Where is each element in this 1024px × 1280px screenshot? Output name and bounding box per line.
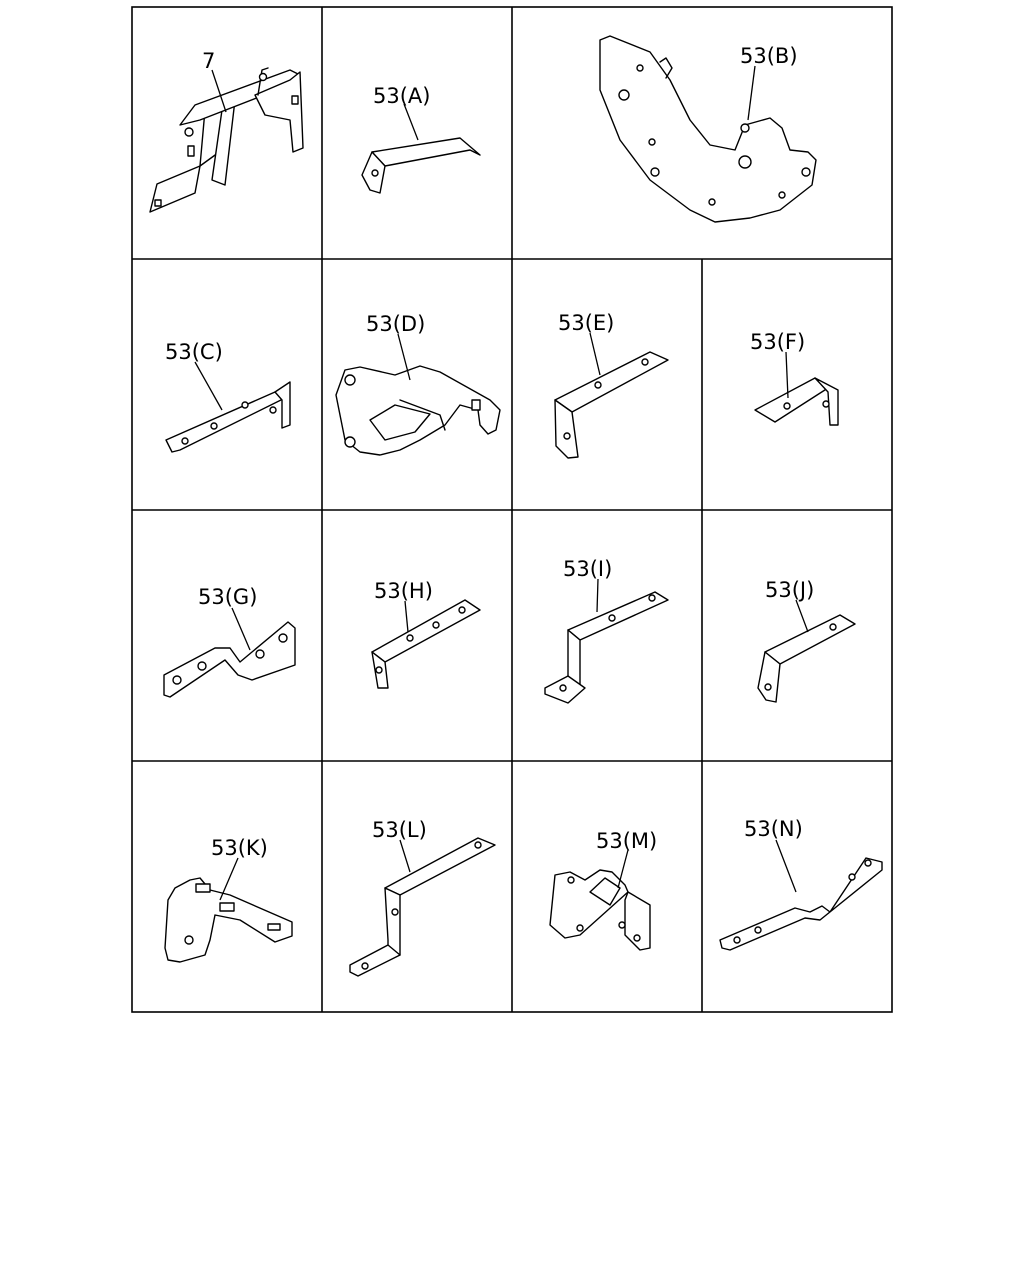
cell-part-53M: 53(M): [549, 829, 657, 951]
cell-part-53K: 53(K): [164, 836, 293, 963]
cell-part-53D: 53(D): [335, 312, 501, 456]
part-7-drawing: [149, 67, 304, 213]
part-53E-drawing: [554, 351, 669, 459]
part-53I-drawing: [544, 591, 669, 704]
part-53E-leader: [589, 332, 601, 376]
part-53I-label: 53(I): [563, 557, 612, 581]
cell-part-53G: 53(G): [163, 585, 296, 698]
part-53G-label: 53(G): [198, 585, 257, 609]
part-53D-label: 53(D): [366, 312, 425, 336]
part-53E-label: 53(E): [558, 311, 614, 335]
part-53C-leader: [194, 361, 223, 411]
part-53H-label: 53(H): [374, 579, 433, 603]
part-53L-drawing: [349, 837, 496, 977]
part-53I-leader: [596, 578, 599, 613]
part-53L-label: 53(L): [372, 818, 427, 842]
part-53M-leader: [617, 849, 629, 889]
cell-part-53L: 53(L): [349, 818, 496, 977]
part-53C-label: 53(C): [165, 340, 223, 364]
part-53F-drawing: [754, 377, 839, 426]
part-53M-drawing: [549, 869, 651, 951]
part-53A-label: 53(A): [373, 84, 430, 108]
part-53N-leader: [775, 839, 797, 893]
part-53G-leader: [231, 607, 251, 651]
part-53K-leader: [219, 857, 239, 901]
part-53J-leader: [795, 599, 809, 633]
cell-part-7: 7: [149, 49, 304, 213]
part-53L-leader: [399, 839, 411, 873]
part-53F-label: 53(F): [750, 330, 805, 354]
part-53H-leader: [404, 600, 409, 633]
part-53G-drawing: [163, 621, 296, 698]
cell-part-53E: 53(E): [554, 311, 669, 459]
part-53J-drawing: [757, 614, 856, 703]
cell-part-53I: 53(I): [544, 557, 669, 704]
part-53D-leader: [397, 333, 411, 381]
part-7-leader: [211, 69, 227, 113]
cell-part-53B: 53(B): [599, 35, 817, 223]
part-53K-label: 53(K): [211, 836, 268, 860]
part-53J-label: 53(J): [765, 578, 814, 602]
part-53N-drawing: [719, 857, 883, 951]
part-53K-drawing: [164, 877, 293, 963]
part-53C-drawing: [165, 381, 291, 453]
cell-part-53F: 53(F): [750, 330, 839, 426]
cell-part-53A: 53(A): [361, 84, 481, 194]
part-53B-leader: [747, 65, 756, 121]
cell-part-53J: 53(J): [757, 578, 856, 703]
part-53D-drawing: [335, 365, 501, 456]
part-53F-leader: [785, 351, 789, 399]
part-7-label: 7: [202, 49, 215, 73]
cell-part-53N: 53(N): [719, 817, 883, 951]
cell-part-53C: 53(C): [165, 340, 291, 453]
part-53B-drawing: [599, 35, 817, 223]
part-53M-label: 53(M): [596, 829, 657, 853]
grid-frame: [131, 6, 893, 1013]
part-53A-leader: [403, 103, 419, 141]
part-53N-label: 53(N): [744, 817, 803, 841]
cell-part-53H: 53(H): [371, 579, 481, 689]
part-53H-drawing: [371, 599, 481, 689]
part-53A-drawing: [361, 137, 481, 194]
part-53B-label: 53(B): [740, 44, 798, 68]
